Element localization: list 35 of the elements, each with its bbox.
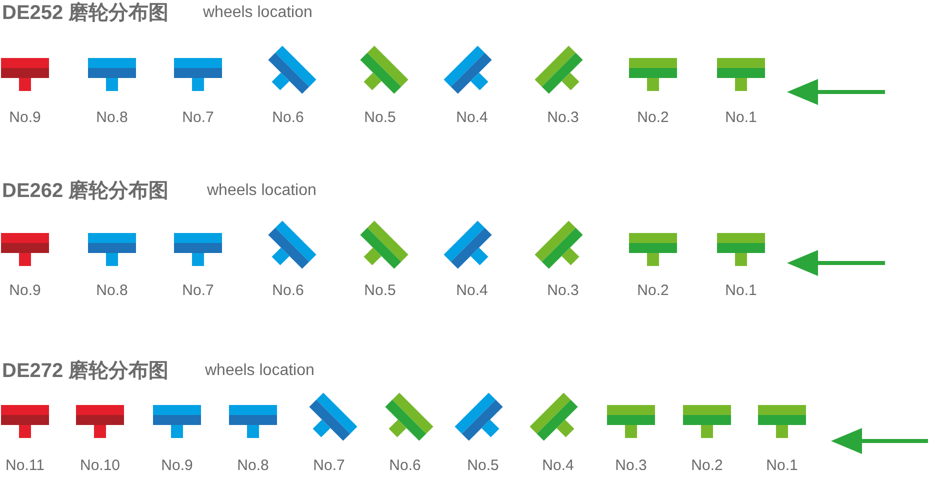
- wheel-number: No.6: [389, 458, 421, 473]
- wheel-number: No.11: [6, 458, 44, 473]
- wheel-number: No.2: [691, 458, 723, 473]
- wheel-number: No.5: [364, 110, 396, 125]
- wheel-number: No.7: [313, 458, 345, 473]
- wheel-number: No.7: [182, 110, 214, 125]
- wheel-number: No.9: [9, 110, 41, 125]
- wheel-number: No.1: [766, 458, 798, 473]
- wheel-number: No.4: [456, 110, 488, 125]
- section-heading: DE262 磨轮分布图: [2, 181, 169, 201]
- subheading: wheels location: [205, 363, 314, 379]
- wheel-number: No.1: [725, 283, 757, 298]
- wheel-number: No.4: [542, 458, 574, 473]
- section-heading: DE272 磨轮分布图: [2, 361, 169, 381]
- wheel-number: No.5: [467, 458, 499, 473]
- subheading: wheels location: [203, 5, 312, 21]
- wheel-number: No.8: [237, 458, 269, 473]
- subheading: wheels location: [207, 183, 316, 199]
- wheel-number: No.9: [9, 283, 41, 298]
- wheel-number: No.4: [456, 283, 488, 298]
- wheel-number: No.1: [725, 110, 757, 125]
- wheel-number: No.3: [615, 458, 647, 473]
- wheel-number: No.10: [80, 458, 120, 473]
- wheel-number: No.3: [547, 283, 579, 298]
- wheel-number: No.7: [182, 283, 214, 298]
- wheel-number: No.6: [272, 283, 304, 298]
- section-heading: DE252 磨轮分布图: [2, 3, 169, 23]
- wheel-number: No.8: [96, 283, 128, 298]
- wheel-number: No.5: [364, 283, 396, 298]
- wheel-number: No.2: [637, 283, 669, 298]
- wheel-number: No.2: [637, 110, 669, 125]
- wheel-number: No.3: [547, 110, 579, 125]
- wheel-number: No.6: [272, 110, 304, 125]
- wheel-number: No.9: [161, 458, 193, 473]
- wheel-number: No.8: [96, 110, 128, 125]
